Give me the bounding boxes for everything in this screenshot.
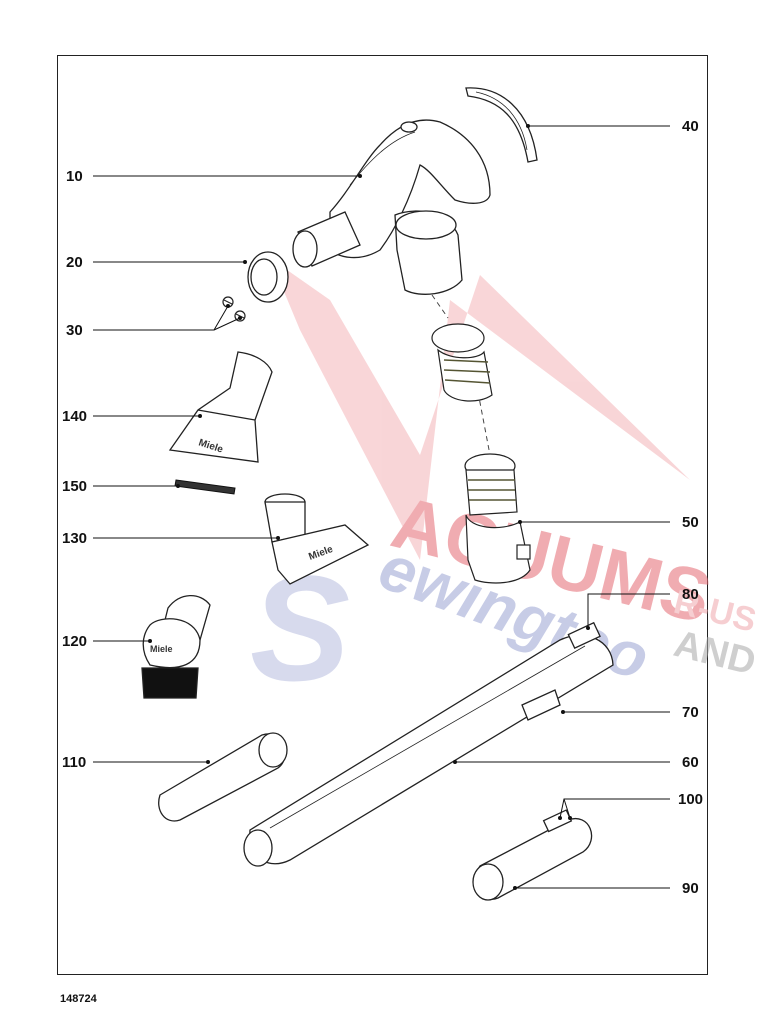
- label-130: 130: [62, 530, 87, 547]
- part-120-dusting-brush: Miele: [141, 594, 211, 699]
- leader-30: [93, 305, 241, 331]
- part-labels: 10 20 30 40 50 60 70 80 90 100 110 120 1…: [62, 118, 703, 897]
- label-50: 50: [682, 514, 699, 531]
- label-150: 150: [62, 478, 87, 495]
- part-90-extension-tube: [472, 809, 593, 901]
- label-110: 110: [62, 754, 86, 771]
- leader-dots: [148, 124, 590, 890]
- label-120: 120: [62, 633, 87, 650]
- label-20: 20: [66, 254, 83, 271]
- label-140: 140: [62, 408, 87, 425]
- part-40-handle-cover: [465, 87, 538, 163]
- label-40: 40: [682, 118, 699, 135]
- diagram-frame: [57, 55, 708, 975]
- leader-80: [587, 593, 670, 628]
- part-140-mattress-nozzle: Miele: [168, 351, 273, 463]
- leader-100: [559, 798, 670, 819]
- label-100: 100: [678, 791, 703, 808]
- label-80: 80: [682, 586, 699, 603]
- leader-lines: [93, 125, 670, 889]
- part-60-telescopic-tube: [243, 621, 614, 867]
- label-90: 90: [682, 880, 699, 897]
- part-30-screws: [222, 296, 246, 322]
- document-number: 148724: [60, 993, 97, 1005]
- part-10-handle: [292, 119, 491, 295]
- part-50-hose: [431, 323, 531, 584]
- svg-text:Miele: Miele: [150, 644, 173, 654]
- part-130-upholstery-nozzle: Miele: [264, 493, 370, 585]
- assembly-dashed-line: [431, 294, 491, 456]
- watermark-v-shape: [270, 258, 690, 560]
- part-20-connector-ring: [247, 251, 289, 303]
- label-30: 30: [66, 322, 83, 339]
- part-150-brush-strip: [174, 479, 236, 495]
- part-110-crevice-nozzle: [158, 732, 288, 822]
- label-70: 70: [682, 704, 699, 721]
- label-10: 10: [66, 168, 83, 185]
- label-60: 60: [682, 754, 699, 771]
